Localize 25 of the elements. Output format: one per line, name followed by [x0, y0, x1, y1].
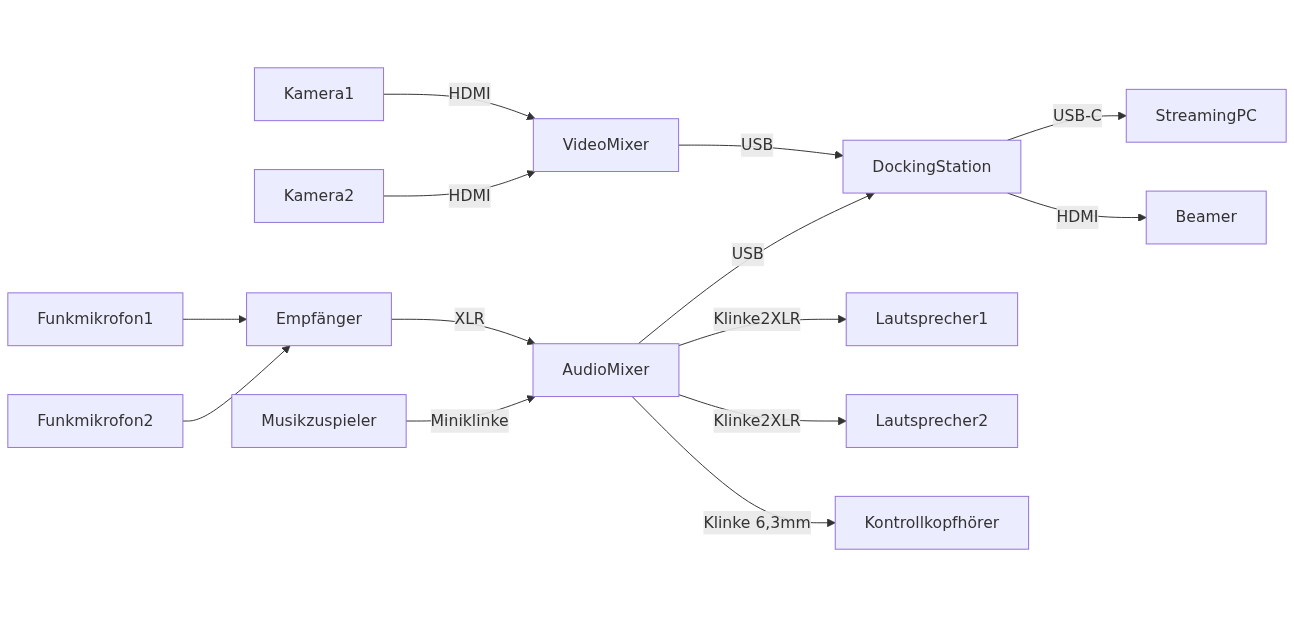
edge-label: USB-C	[1053, 106, 1102, 126]
node-box: Beamer	[1145, 191, 1267, 245]
node-box: Musikzuspieler	[231, 394, 407, 449]
edge-label: USB	[731, 245, 764, 264]
edge-label: HDMI	[448, 186, 491, 206]
node-box: Empfänger	[246, 292, 392, 347]
node-box: Kontrollkopfhörer	[834, 496, 1030, 551]
edge-label: Klinke2XLR	[713, 411, 801, 431]
node-box: VideoMixer	[532, 118, 680, 173]
node-box: StreamingPC	[1125, 89, 1287, 144]
edge-label: XLR	[454, 309, 485, 329]
node-box: Lautsprecher1	[845, 292, 1019, 347]
edge-label: HDMI	[1056, 208, 1099, 227]
node-box: AudioMixer	[532, 343, 680, 398]
edge-label: Miniklinke	[430, 411, 509, 431]
edge-label: USB	[741, 135, 774, 155]
edge-label: Klinke2XLR	[713, 309, 801, 329]
edge-label: HDMI	[448, 84, 491, 104]
node-box: Lautsprecher2	[845, 394, 1019, 449]
node-box: DockingStation	[842, 140, 1022, 195]
node-box: Funkmikrofon1	[7, 292, 184, 347]
node-box: Kamera2	[253, 169, 385, 224]
node-box: Kamera1	[253, 67, 385, 122]
node-box: Funkmikrofon2	[7, 394, 184, 449]
edge-label: Klinke 6,3mm	[703, 513, 811, 533]
